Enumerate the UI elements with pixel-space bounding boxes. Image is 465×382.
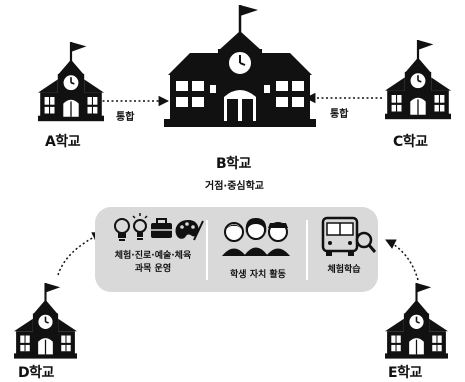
- panel-subjects-text: 체험·진로·예술·체육 과목 운영: [101, 250, 205, 276]
- panel-subjects-line2: 과목 운영: [134, 264, 172, 274]
- school-c-icon: [383, 38, 453, 121]
- edge-label-left: 통합: [116, 112, 135, 123]
- school-b-icon: [162, 3, 318, 129]
- edge-label-right: 통합: [330, 109, 349, 120]
- lightbulb-icon: [132, 213, 148, 240]
- briefcase-icon: [151, 218, 172, 238]
- school-a-icon: [36, 40, 106, 123]
- school-e-label: E학교: [388, 365, 422, 381]
- school-b-subtitle: 거점·중심학교: [205, 181, 264, 192]
- panel-student-activity: 학생 자치 활동: [230, 270, 286, 280]
- magnifier-icon: [355, 231, 377, 253]
- palette-icon: [175, 220, 204, 241]
- school-c-label: C학교: [393, 134, 428, 150]
- school-a-label: A학교: [45, 134, 81, 150]
- lightbulb-icon: [114, 218, 130, 241]
- panel-experiential: 체험학습: [327, 265, 361, 275]
- school-d-icon: [12, 281, 79, 360]
- school-b-label: B학교: [216, 156, 251, 172]
- panel-subjects-line1: 체험·진로·예술·체육: [114, 251, 192, 261]
- students-icon: [222, 218, 290, 256]
- edge-e-to-panel: [385, 239, 419, 281]
- school-e-icon: [383, 281, 450, 360]
- bus-icon: [321, 216, 359, 256]
- school-d-label: D학교: [18, 365, 54, 381]
